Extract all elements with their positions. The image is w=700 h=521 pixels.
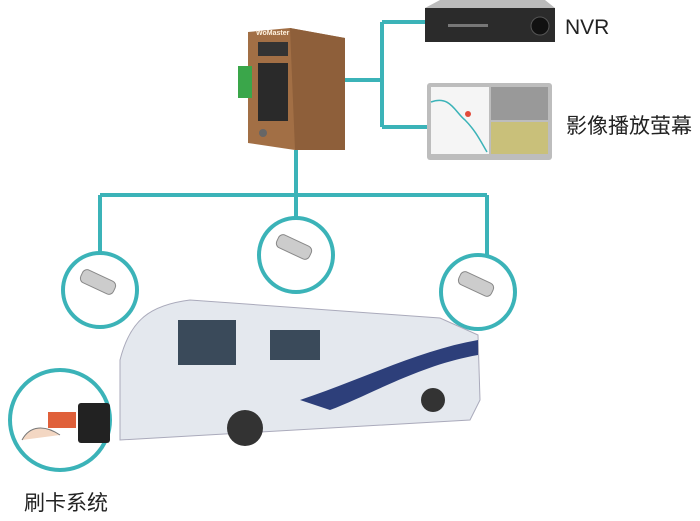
- nvr-device: [425, 0, 555, 42]
- camera-icons: [79, 234, 495, 297]
- industrial-switch: [238, 28, 345, 150]
- nvr-label: NVR: [565, 16, 610, 39]
- motorhome-bus: [119, 299, 481, 446]
- switch-logo-text: WoMaster: [256, 30, 290, 37]
- card-system-label: 刷卡系统: [24, 492, 108, 515]
- card-reader: [21, 403, 110, 443]
- connection-lines: [98, 20, 489, 255]
- screen-label: 影像播放萤幕: [566, 115, 692, 138]
- display-screen: [427, 83, 552, 160]
